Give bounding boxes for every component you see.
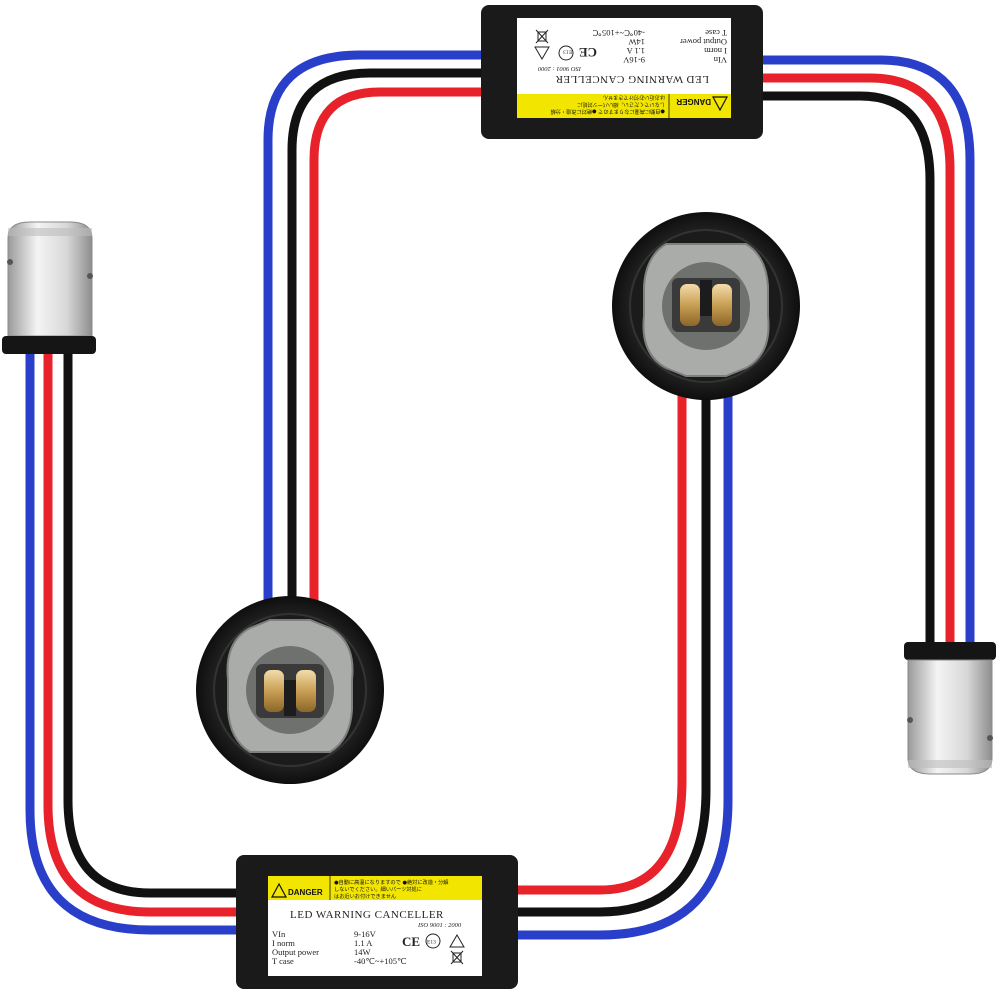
spec-value: -40℃~+105℃: [354, 956, 407, 966]
ce-mark-icon: CE: [579, 45, 597, 60]
iso-label: ISO 9001 : 2000: [417, 922, 462, 929]
iso-label: ISO 9001 : 2000: [537, 65, 582, 72]
canceller-bottom: DANGER ●自動に高温になりますので ●絶対に改造・分解 しないでください。…: [236, 855, 518, 989]
canceller-top: DANGER ●自動に高温になりますので ●絶対に改造・分解 しないでください。…: [481, 5, 763, 139]
spec-label: I norm: [272, 938, 295, 948]
spec-value: 14W: [628, 37, 645, 47]
recycle-triangle-icon: [534, 46, 550, 60]
danger-label: DANGER: [676, 97, 711, 106]
spec-value: 9-16V: [354, 929, 377, 939]
wire-red-upper-right: [757, 73, 955, 655]
spec-label: T case: [272, 956, 294, 966]
jp-warning-line-3: はお近いお付けできません: [603, 94, 665, 102]
socket-left: [196, 596, 384, 784]
wire-red-upper-left: [309, 87, 487, 605]
spec-label: VIn: [713, 55, 727, 65]
danger-banner: [268, 876, 482, 900]
spec-label: I norm: [704, 46, 727, 56]
e13-mark-icon: E13: [427, 940, 436, 946]
jp-warning-line-1: ●自動に高温になりますので ●絶対に改造・分解: [334, 878, 448, 886]
spec-label: Output power: [680, 37, 727, 47]
spec-value: 1.1 A: [626, 46, 645, 56]
wire-black-lower-right: [511, 390, 711, 917]
recycle-triangle-icon: [449, 934, 465, 948]
canceller-title: LED WARNING CANCELLER: [290, 909, 444, 921]
bulb-pin-icon: [987, 735, 993, 741]
spec-value: 14W: [354, 947, 371, 957]
danger-label: DANGER: [288, 888, 323, 897]
wire-red-lower-right: [511, 390, 687, 895]
bulb-right: [904, 642, 996, 775]
jp-warning-line-2: しないでください。細いパーツ対処に: [334, 885, 422, 893]
jp-warning-line-2: しないでください。細いパーツ対処に: [577, 101, 665, 109]
spec-value: 9-16V: [622, 55, 645, 65]
bulb-pin-icon: [7, 259, 13, 265]
socket-right: [612, 212, 800, 400]
wire-red-left-loop: [43, 345, 245, 917]
spec-label: Output power: [272, 947, 319, 957]
wiring-harness: [25, 50, 975, 940]
e13-mark-icon: E13: [563, 49, 572, 55]
danger-banner: [517, 94, 731, 118]
wire-black-upper-left: [287, 68, 487, 605]
bulb-pin-icon: [87, 273, 93, 279]
weee-bin-icon: [535, 29, 549, 44]
wire-black-left-loop: [63, 345, 245, 898]
jp-warning-line-1: ●自動に高温になりますので ●絶対に改造・分解: [551, 108, 665, 116]
wire-blue-upper-right: [757, 55, 975, 655]
spec-value: -40℃~+105℃: [592, 28, 645, 38]
spec-value: 1.1 A: [354, 938, 373, 948]
spec-label: T case: [705, 28, 727, 38]
jp-warning-line-3: はお近いお付けできません: [334, 892, 396, 900]
bulb-pin-icon: [907, 717, 913, 723]
warning-triangle-icon: [711, 96, 729, 112]
warning-triangle-icon: [270, 882, 288, 898]
ce-mark-icon: CE: [402, 934, 420, 949]
bulb-left: [2, 221, 96, 354]
wire-blue-upper-left: [263, 50, 487, 605]
wire-black-upper-right: [757, 91, 935, 655]
wire-blue-left-loop: [25, 345, 245, 935]
canceller-title: LED WARNING CANCELLER: [555, 73, 709, 85]
weee-bin-icon: [450, 950, 464, 965]
spec-label: VIn: [272, 929, 286, 939]
wire-blue-lower-right: [511, 390, 733, 940]
